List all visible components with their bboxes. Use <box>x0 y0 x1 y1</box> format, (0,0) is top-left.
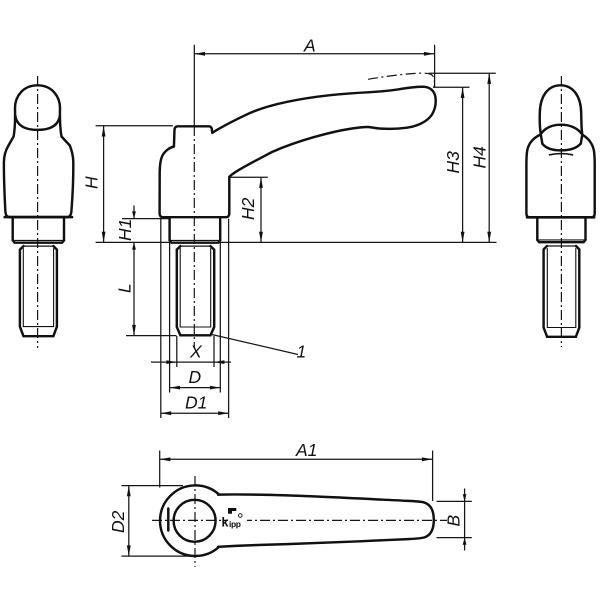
svg-text:B: B <box>444 515 464 527</box>
svg-text:H: H <box>82 176 102 189</box>
svg-text:D1: D1 <box>185 393 207 413</box>
svg-text:A: A <box>303 36 316 56</box>
svg-text:H4: H4 <box>470 146 490 169</box>
svg-text:H2: H2 <box>238 197 258 220</box>
svg-text:H3: H3 <box>443 151 463 174</box>
svg-text:H1: H1 <box>115 219 135 241</box>
svg-text:D2: D2 <box>108 510 128 533</box>
svg-text:A1: A1 <box>295 440 317 460</box>
svg-text:k: k <box>222 516 229 530</box>
svg-text:L: L <box>115 283 135 293</box>
svg-text:D: D <box>189 367 202 387</box>
svg-text:X: X <box>189 342 203 362</box>
svg-text:1: 1 <box>297 342 307 362</box>
svg-text:ipp: ipp <box>229 519 241 529</box>
